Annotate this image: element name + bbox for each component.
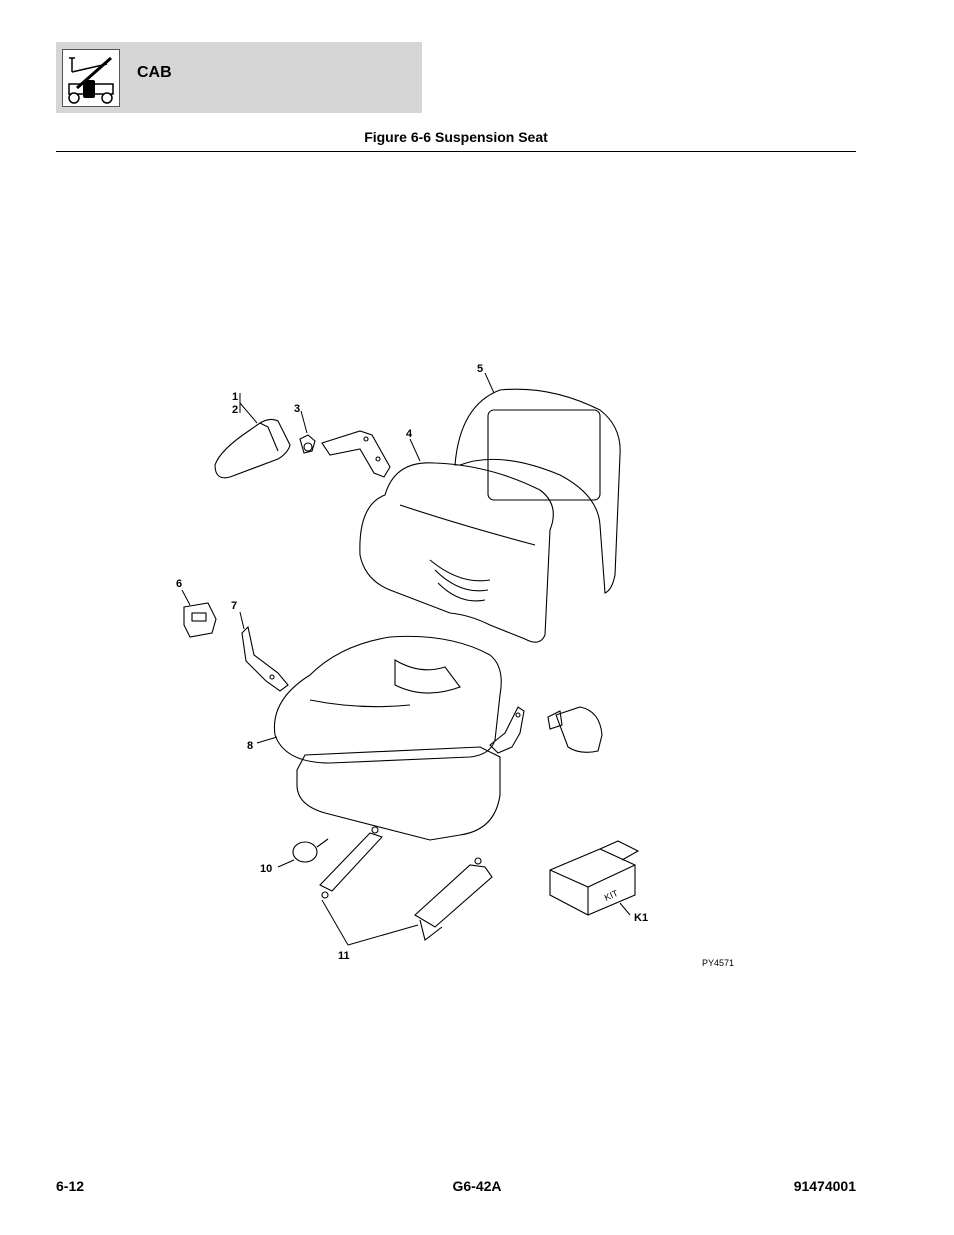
divider: [56, 151, 856, 152]
telehandler-icon: [62, 49, 120, 107]
document-number: 91474001: [793, 1178, 856, 1194]
callout-5: 5: [477, 363, 483, 375]
callout-11: 11: [338, 950, 350, 962]
figure-title: Figure 6-6 Suspension Seat: [364, 129, 548, 145]
callout-4: 4: [406, 428, 413, 440]
page-number: 6-12: [56, 1178, 85, 1194]
model-number: G6-42A: [452, 1178, 502, 1194]
callout-1: 1: [232, 391, 238, 403]
kit-label: KIT: [603, 888, 620, 903]
callout-2: 2: [232, 404, 238, 416]
figure-ref-code: PY4571: [702, 958, 734, 968]
callout-8: 8: [247, 740, 253, 752]
callout-10: 10: [260, 863, 272, 875]
callout-6: 6: [176, 578, 182, 590]
suspension-seat-diagram: 1 2 3 4 5 6 7 8 10 11 K1 KIT PY4571: [160, 355, 760, 975]
callout-k1: K1: [634, 912, 648, 924]
callout-7: 7: [231, 600, 237, 612]
callout-3: 3: [294, 403, 300, 415]
section-title: CAB: [137, 64, 172, 81]
